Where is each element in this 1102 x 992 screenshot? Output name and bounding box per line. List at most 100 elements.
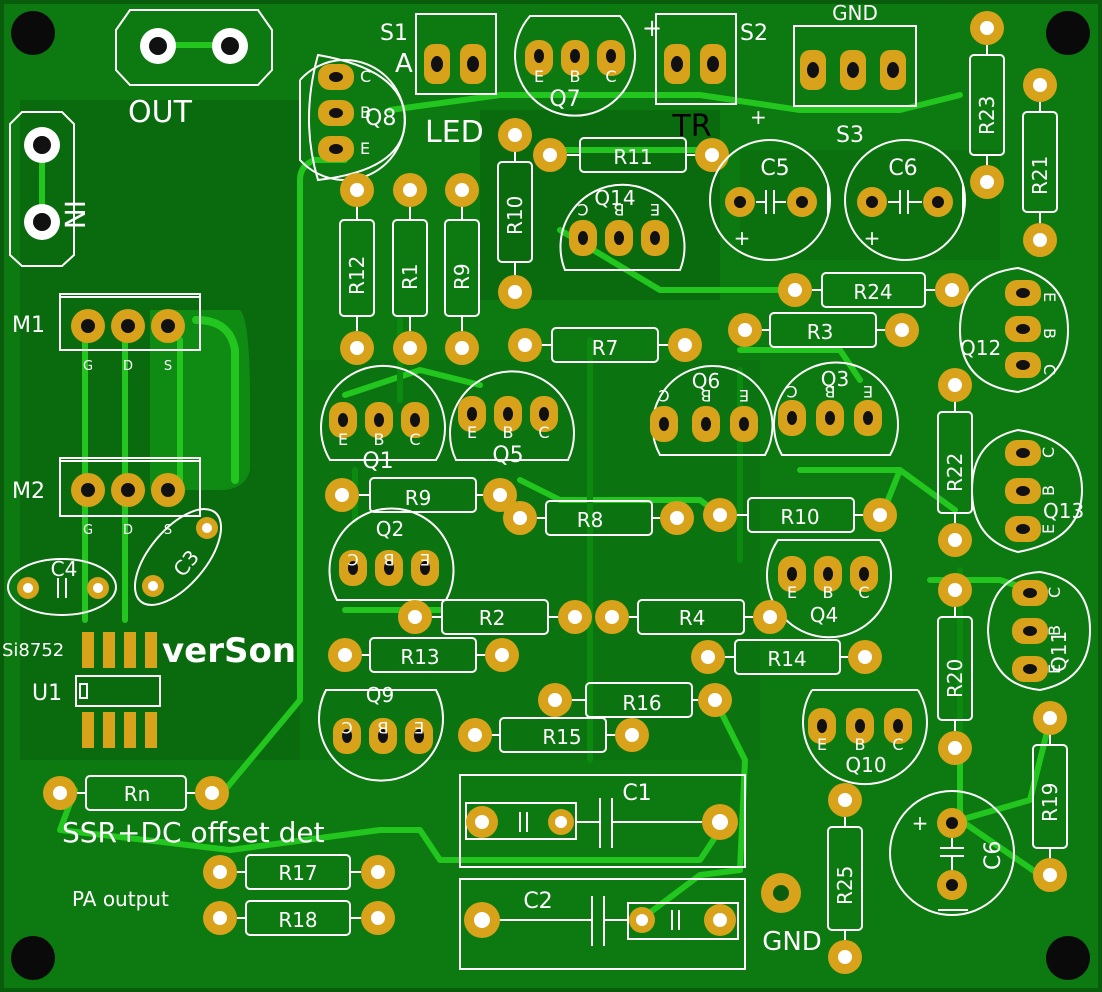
q1-pin-e: E xyxy=(338,430,348,449)
header-s1: S1 A LED xyxy=(380,13,497,150)
q2-pin-c: C xyxy=(347,550,358,569)
q6-label: Q6 xyxy=(692,369,720,393)
r12-label: R12 xyxy=(345,256,369,295)
m2-label: M2 xyxy=(12,479,45,504)
q11-pin-e: E xyxy=(1045,664,1064,674)
c2-label: C2 xyxy=(523,889,552,914)
r4-label: R4 xyxy=(679,606,706,630)
pa-output-label: PA output xyxy=(72,887,169,911)
r15-label: R15 xyxy=(542,725,581,749)
q10-pin-e: E xyxy=(817,735,827,754)
transistor-q11: C B E Q11 xyxy=(986,570,1092,692)
transistor-q3: C B E Q3 xyxy=(773,361,899,456)
resistor-r13: R13 xyxy=(328,637,519,673)
s3-label: S3 xyxy=(836,123,864,148)
transistor-q4: E B C Q4 xyxy=(766,539,892,639)
s1-label: S1 xyxy=(380,21,408,46)
out-connector: OUT xyxy=(115,9,273,130)
r19-label: R19 xyxy=(1038,783,1062,822)
gnd-top-label: GND xyxy=(832,1,878,25)
mounting-hole-tl xyxy=(11,11,55,55)
gnd-pad-bottom: GND xyxy=(761,873,822,957)
r13-label: R13 xyxy=(400,645,439,669)
c5-label: C5 xyxy=(760,156,789,181)
resistor-r10-mid: R10 xyxy=(703,497,897,533)
resistor-r17: R17 xyxy=(203,854,395,890)
resistor-r3: R3 xyxy=(728,312,919,348)
transistor-q2: C B E Q2 xyxy=(328,507,455,601)
q6-pin-c: C xyxy=(658,386,669,405)
out-label: OUT xyxy=(128,95,193,130)
r23-label: R22 xyxy=(943,453,967,492)
transistor-q5: E B C Q5 xyxy=(449,370,575,468)
q12-pin-b: B xyxy=(1040,328,1059,339)
c6-top-label: C6 xyxy=(888,156,917,181)
resistor-r25: R24 xyxy=(778,272,969,308)
m2-pin-d: D xyxy=(123,523,133,538)
r1-label: R1 xyxy=(398,263,422,290)
q8-pin-b: B xyxy=(360,103,371,122)
c6-bottom-plus: + xyxy=(912,811,929,835)
q9-pin-e: E xyxy=(414,718,424,737)
q6-pin-e: E xyxy=(739,386,749,405)
resistor-r19: R19 xyxy=(1032,701,1068,892)
q13-pin-c: C xyxy=(1039,447,1058,458)
q9-label: Q9 xyxy=(366,683,394,707)
ic-u1: Si8752 U1 xyxy=(2,632,161,748)
q10-pin-b: B xyxy=(855,735,866,754)
resistor-rn: Rn xyxy=(43,775,229,811)
header-s2: S2 TR xyxy=(655,13,768,144)
capacitor-c5: C5 + xyxy=(709,139,831,261)
r16-label: R16 xyxy=(622,691,661,715)
c1-label: C1 xyxy=(622,781,651,806)
transistor-q13: C B E Q13 xyxy=(970,428,1084,554)
q5-pin-b: B xyxy=(503,423,514,442)
m1-pin-s: S xyxy=(164,359,172,374)
capacitor-c4: C4 xyxy=(7,557,117,616)
q4-label: Q4 xyxy=(810,603,838,627)
m2-pin-g: G xyxy=(83,523,93,538)
q2-label: Q2 xyxy=(376,517,404,541)
r14-label: R14 xyxy=(767,647,806,671)
transistor-q8: C B E Q8 xyxy=(299,53,407,182)
r17-label: R17 xyxy=(278,861,317,885)
q5-pin-e: E xyxy=(467,423,477,442)
resistor-r1: R1 xyxy=(392,173,428,365)
plus-s3-label: + xyxy=(750,105,767,129)
m2-pin-s: S xyxy=(164,523,172,538)
q13-pin-e: E xyxy=(1039,524,1058,534)
q14-label: Q14 xyxy=(594,186,635,210)
r21-label: R20 xyxy=(943,659,967,698)
resistor-r4: R4 xyxy=(595,599,787,635)
transistor-q10: E B C Q10 xyxy=(802,689,928,786)
transistor-q12: E B C Q12 xyxy=(958,266,1070,394)
q1-pin-c: C xyxy=(409,430,420,449)
r10-top-label: R10 xyxy=(503,196,527,235)
r10-mid-label: R10 xyxy=(780,505,819,529)
header-s3: GND S3 + xyxy=(750,1,917,148)
resistor-r9-mid: R9 xyxy=(325,477,517,513)
r20-label: R25 xyxy=(833,866,857,905)
mounting-hole-tr xyxy=(1046,11,1090,55)
resistor-r18: R18 xyxy=(203,900,395,936)
q14-pin-b: B xyxy=(614,200,625,219)
mosfet-m1: G D S M1 xyxy=(12,293,201,374)
r8-label: R8 xyxy=(577,508,604,532)
q13-pin-b: B xyxy=(1039,485,1058,496)
q8-pin-c: C xyxy=(360,67,371,86)
rn-label: Rn xyxy=(124,782,151,806)
q3-pin-c: C xyxy=(786,382,797,401)
transistor-q6: C B E Q6 xyxy=(650,365,774,456)
q11-pin-c: C xyxy=(1045,587,1064,598)
q11-pin-b: B xyxy=(1045,625,1064,636)
q7-label: Q7 xyxy=(549,87,580,112)
q2-pin-e: E xyxy=(420,550,430,569)
plus-top-label: + xyxy=(642,14,662,42)
q4-pin-b: B xyxy=(823,583,834,602)
q8-label: Q8 xyxy=(365,106,396,131)
resistor-r7: R7 xyxy=(508,327,702,363)
q12-pin-c: C xyxy=(1040,364,1059,375)
q7-pin-c: C xyxy=(605,67,616,86)
q14-pin-e: E xyxy=(650,200,660,219)
